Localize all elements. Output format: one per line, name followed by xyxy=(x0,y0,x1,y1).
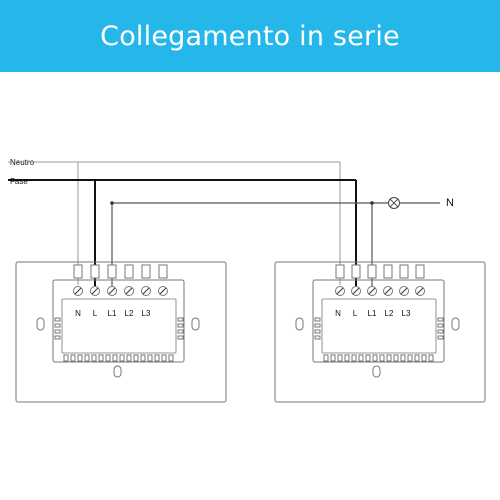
lamp-icon xyxy=(388,197,400,209)
left-terminal-n: N xyxy=(75,309,81,318)
left-terminal-l1: L1 xyxy=(108,309,117,318)
title-banner: Collegamento in serie xyxy=(0,0,500,72)
phase-wire xyxy=(8,179,357,286)
right-terminal-l3: L3 xyxy=(402,309,411,318)
phase-label: Fase xyxy=(10,177,28,186)
switch-right xyxy=(274,261,486,403)
page-title: Collegamento in serie xyxy=(100,20,400,52)
lamp-neutral-label: N xyxy=(446,197,454,209)
right-terminal-l1: L1 xyxy=(368,309,377,318)
right-terminal-l: L xyxy=(353,309,358,318)
wiring-diagram: Neutro Fase N xyxy=(8,158,486,403)
switch-left xyxy=(15,261,227,403)
left-terminal-l3: L3 xyxy=(142,309,151,318)
right-terminal-l2: L2 xyxy=(385,309,394,318)
left-terminal-l: L xyxy=(93,309,98,318)
left-terminal-l2: L2 xyxy=(125,309,134,318)
right-terminal-n: N xyxy=(335,309,341,318)
